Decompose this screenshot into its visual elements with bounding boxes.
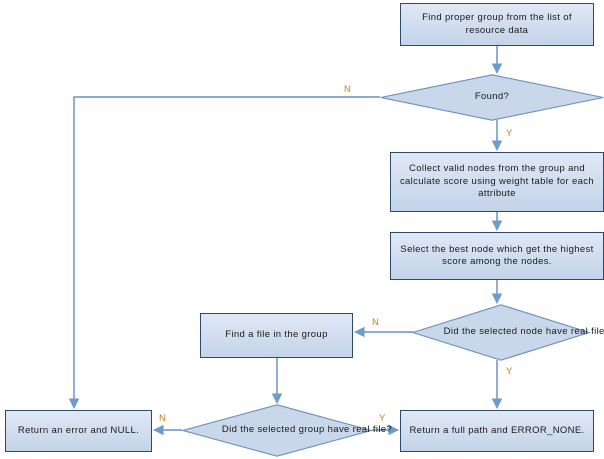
edge-label-group-file-no: N	[159, 413, 167, 424]
node-return-path-label: Return a full path and ERROR_NONE.	[409, 424, 585, 436]
edge-label-found-yes: Y	[506, 128, 513, 139]
edge-label-node-file-yes: Y	[506, 366, 513, 377]
node-group-has-file: Did the selected group have real file?	[180, 404, 392, 457]
node-collect-nodes-label: Collect valid nodes from the group and c…	[399, 163, 595, 200]
node-collect-nodes: Collect valid nodes from the group and c…	[390, 152, 604, 212]
node-found: Found?	[380, 74, 604, 121]
node-return-error: Return an error and NULL.	[5, 410, 152, 452]
edge-found-no-to-return-error	[68, 96, 380, 410]
edge-label-group-file-yes: Y	[379, 413, 386, 424]
node-found-label: Found?	[474, 91, 510, 103]
node-select-best: Select the best node which get the highe…	[390, 232, 604, 280]
decision-shape	[410, 304, 592, 361]
node-node-has-file: Did the selected node have real file?	[410, 304, 604, 361]
node-find-file: Find a file in the group	[200, 313, 353, 358]
node-node-has-file-label: Did the selected node have real file?	[443, 326, 604, 338]
node-find-group-label: Find proper group from the list of resou…	[422, 12, 572, 36]
node-find-group: Find proper group from the list of resou…	[400, 3, 594, 46]
node-group-has-file-label: Did the selected group have real file?	[221, 424, 393, 436]
node-find-file-label: Find a file in the group	[225, 329, 328, 341]
edge-label-node-file-no: N	[372, 317, 380, 328]
node-select-best-label: Select the best node which get the highe…	[400, 243, 594, 268]
edge-label-found-no: N	[344, 84, 352, 95]
decision-shape	[180, 404, 374, 457]
node-return-error-label: Return an error and NULL.	[17, 424, 140, 436]
decision-shape	[380, 74, 604, 121]
node-return-path: Return a full path and ERROR_NONE.	[400, 410, 594, 452]
